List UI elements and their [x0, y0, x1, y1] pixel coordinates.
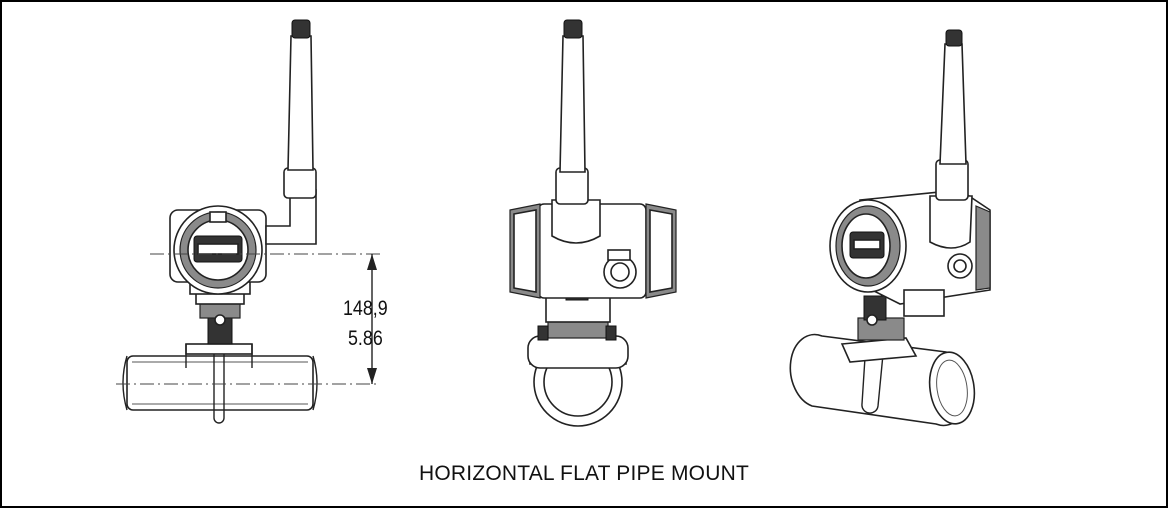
dimension-metric: 148,9 [343, 297, 388, 320]
side-clamp [527, 319, 629, 369]
dimension-arrow [367, 254, 377, 384]
iso-bracket [840, 295, 918, 414]
iso-antenna [929, 29, 973, 249]
isometric-view [789, 29, 991, 427]
side-antenna [551, 19, 601, 244]
front-view [116, 19, 380, 424]
dimension-imperial: 5.86 [348, 327, 383, 350]
front-antenna [265, 19, 317, 245]
iso-pipe [789, 333, 976, 427]
front-housing [169, 205, 267, 295]
side-view [509, 19, 677, 427]
front-pipe [122, 355, 318, 411]
front-bracket [195, 291, 245, 345]
diagram-caption: HORIZONTAL FLAT PIPE MOUNT [419, 462, 749, 485]
